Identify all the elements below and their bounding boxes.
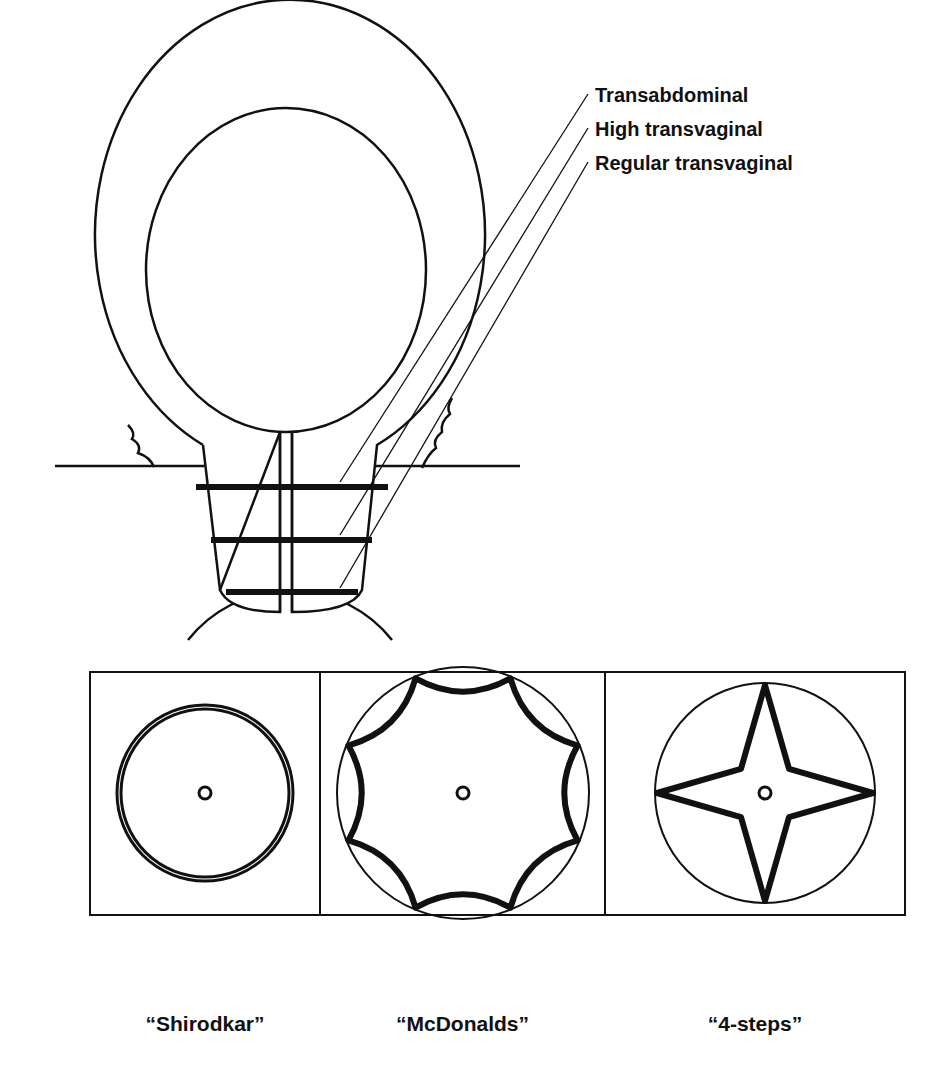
- suture-ring: [117, 705, 293, 881]
- technique-caption: “Shirodkar”: [90, 1012, 320, 1036]
- purse-string-suture: [348, 678, 577, 907]
- ground-line: [375, 465, 520, 468]
- external-os: [759, 787, 771, 799]
- panel-divider: [319, 672, 321, 915]
- cervix-circle: [655, 683, 875, 903]
- cervix-outline: [203, 445, 220, 590]
- four-step-suture: [657, 685, 873, 901]
- leader-line: [340, 94, 588, 482]
- suture-level: [211, 537, 372, 543]
- level-label: Transabdominal: [595, 84, 748, 107]
- suture-level: [196, 484, 388, 490]
- cerclage-panel: “McDonalds”: [320, 672, 605, 1052]
- leader-line: [340, 162, 588, 588]
- head-outline: [188, 591, 392, 640]
- vaginal-wall: [422, 398, 452, 468]
- cervix-circle: [337, 667, 589, 919]
- uterine-cavity: [146, 108, 426, 432]
- suture-ring: [121, 709, 289, 877]
- external-os: [199, 787, 211, 799]
- panel-frame: [90, 672, 905, 915]
- suture-level: [226, 589, 358, 595]
- panel-divider: [604, 672, 606, 915]
- external-os: [457, 787, 469, 799]
- technique-caption: “McDonalds”: [320, 1012, 605, 1036]
- level-label: High transvaginal: [595, 118, 763, 141]
- ground-line: [55, 465, 205, 468]
- technique-caption: “4-steps”: [605, 1012, 905, 1036]
- level-label: Regular transvaginal: [595, 152, 793, 175]
- vaginal-wall: [128, 425, 154, 467]
- cerclage-panel: “4-steps”: [605, 672, 905, 1052]
- cervical-canal: [291, 432, 294, 612]
- cerclage-panel: “Shirodkar”: [90, 672, 320, 1052]
- uterus-outline: [95, 0, 485, 612]
- cervical-canal: [279, 432, 282, 612]
- leader-line: [340, 128, 588, 535]
